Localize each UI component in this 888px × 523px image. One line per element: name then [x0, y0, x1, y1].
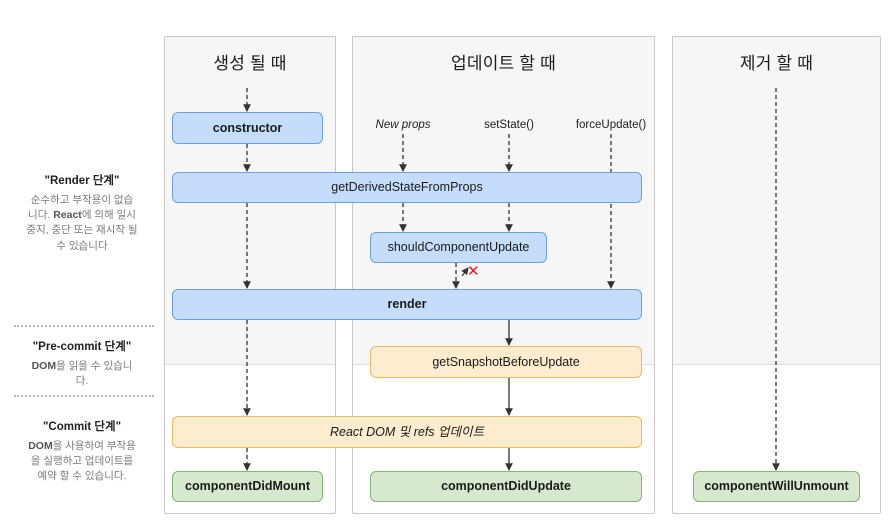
phase-title: "Commit 단계": [42, 421, 122, 433]
phase-desc-strong: DOM: [31, 360, 57, 372]
trigger-force-update: forceUpdate(): [575, 119, 647, 131]
phase-desc-line-3: 중지, 중단 또는 재시작 될: [26, 224, 138, 237]
phase-label-render: "Render 단계" 순수하고 부작용이 없습 니다. React에 의해 일…: [6, 172, 158, 254]
phase-label-pre-commit: "Pre-commit 단계" DOM을 읽을 수 있습니 다.: [6, 338, 158, 389]
phase-title: "Render 단계": [44, 175, 120, 187]
lifecycle-box-component-did-update[interactable]: componentDidUpdate: [370, 471, 642, 502]
skip-render-x-icon: ✕: [467, 262, 480, 280]
lifecycle-box-render[interactable]: render: [172, 289, 642, 320]
column-title-mounting: 생성 될 때: [213, 54, 287, 73]
phase-description: DOM을 읽을 수 있습니 다.: [6, 359, 158, 389]
lifecycle-box-component-will-unmount[interactable]: componentWillUnmount: [693, 471, 860, 502]
lifecycle-box-get-snapshot-before-update[interactable]: getSnapshotBeforeUpdate: [370, 346, 642, 378]
phase-desc-strong: React: [53, 209, 82, 222]
phase-title: "Pre-commit 단계": [32, 341, 132, 353]
lifecycle-box-constructor[interactable]: constructor: [172, 112, 323, 144]
phase-desc-line-2-post: 에 의해 일시: [81, 209, 136, 222]
column-title-updating: 업데이트 할 때: [451, 54, 556, 73]
phase-desc-line-2-pre: 니다.: [28, 209, 54, 222]
phase-desc-line-3: 예약 할 수 있습니다.: [37, 470, 127, 483]
phase-desc-line-1: 순수하고 부작용이 없습: [30, 194, 134, 206]
lifecycle-box-should-component-update[interactable]: shouldComponentUpdate: [370, 232, 547, 263]
phase-desc-line-1-post: 을 읽을 수 있습니: [56, 360, 133, 372]
phase-desc-strong: DOM: [28, 440, 53, 452]
phase-divider-top: [14, 325, 154, 327]
lifecycle-box-component-did-mount[interactable]: componentDidMount: [172, 471, 323, 502]
lifecycle-box-get-derived-state-from-props[interactable]: getDerivedStateFromProps: [172, 172, 642, 203]
phase-label-commit: "Commit 단계" DOM을 사용하여 부작용 을 실행하고 업데이트를 예…: [6, 418, 158, 485]
trigger-set-state: setState(): [484, 119, 534, 131]
phase-description: DOM을 사용하여 부작용 을 실행하고 업데이트를 예약 할 수 있습니다.: [6, 439, 158, 485]
phase-desc-line-1-post: 을 사용하여 부작용: [52, 440, 136, 452]
phase-desc-line-4: 수 있습니다: [56, 239, 108, 252]
phase-divider-bottom: [14, 395, 154, 397]
phase-description: 순수하고 부작용이 없습 니다. React에 의해 일시 중지, 중단 또는 …: [6, 193, 158, 254]
column-title-unmounting: 제거 할 때: [739, 54, 814, 73]
phase-desc-line-2: 을 실행하고 업데이트를: [30, 455, 134, 468]
lifecycle-box-react-dom-and-refs-update[interactable]: React DOM 및 refs 업데이트: [172, 416, 642, 448]
phase-desc-line-2: 다.: [75, 375, 89, 388]
trigger-new-props: New props: [375, 119, 431, 131]
